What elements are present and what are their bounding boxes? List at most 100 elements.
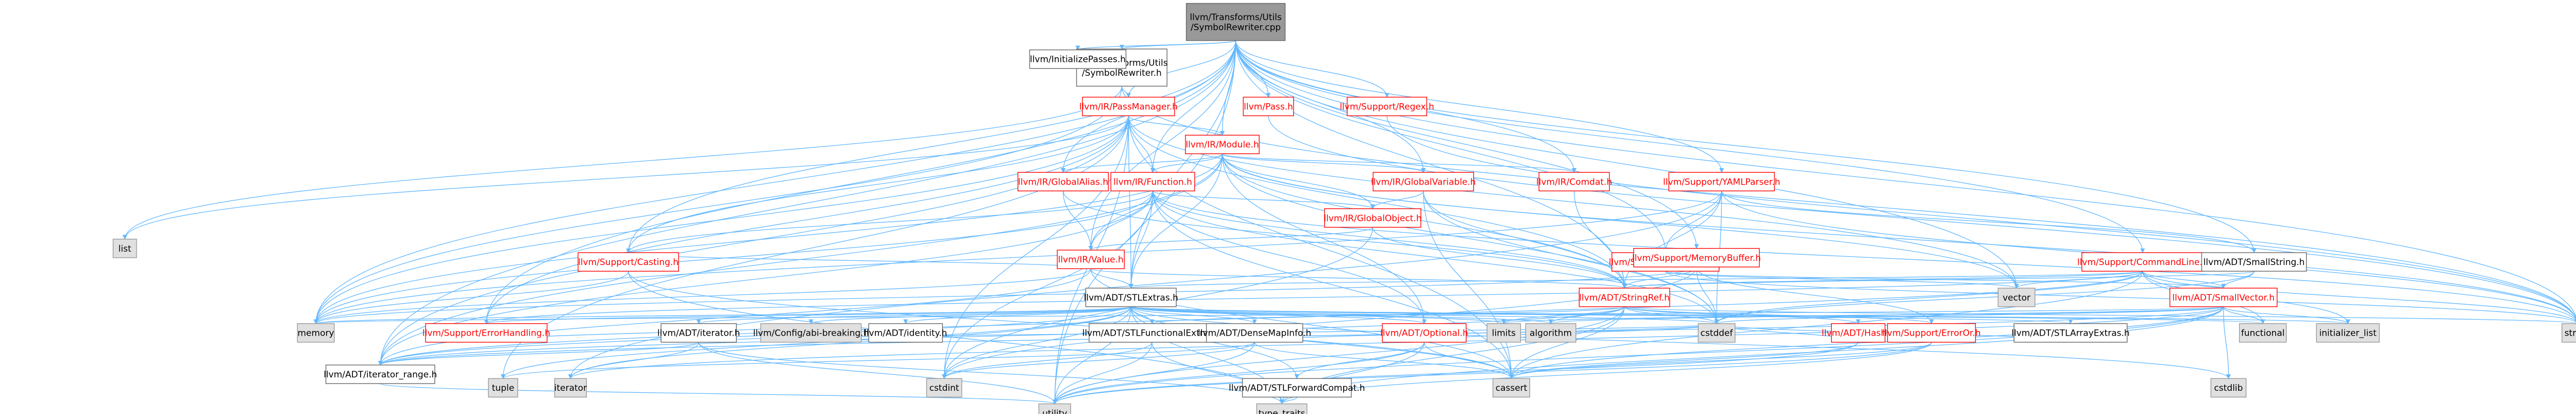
node-stlextras[interactable]: llvm/ADT/STLExtras.h: [1084, 288, 1178, 307]
node-list[interactable]: list: [112, 239, 137, 258]
edge-smallstring-to-cstddef_mid: [1714, 271, 2255, 324]
node-stlfunctional[interactable]: llvm/ADT/STLFunctionalExtras.h: [1082, 323, 1222, 343]
node-cassert[interactable]: cassert: [1493, 378, 1531, 398]
edge-densemapinfo-to-utility: [1052, 342, 1255, 405]
node-initlist[interactable]: initializer_list: [2316, 323, 2380, 343]
node-initpasses[interactable]: llvm/InitializePasses.h: [1029, 49, 1127, 69]
edge-root-to-stlextras: [1128, 40, 1236, 289]
node-label-root: /SymbolRewriter.cpp: [1191, 22, 1281, 32]
edge-module-to-optional: [1222, 154, 1427, 324]
edge-module-to-globalobject: [1222, 154, 1375, 209]
node-box-smallstring: [2201, 252, 2307, 272]
edge-passmgr-to-stlextras: [1128, 115, 1133, 289]
node-globalvar[interactable]: llvm/IR/GlobalVariable.h: [1371, 172, 1476, 192]
edge-module-to-comdat: [1222, 153, 1577, 173]
node-root[interactable]: llvm/Transforms/Utils/SymbolRewriter.cpp: [1185, 3, 1286, 41]
node-smallvector[interactable]: llvm/ADT/SmallVector.h: [2169, 288, 2278, 307]
node-utility[interactable]: utility: [1038, 403, 1071, 414]
edge-function-to-cassert: [1152, 191, 1514, 379]
edge-yamlparser-to-stringref: [1622, 191, 1722, 289]
edge-module-to-value: [1088, 154, 1223, 251]
node-cstddef_mid[interactable]: cstddef: [1698, 323, 1736, 343]
node-box-vector: [1997, 288, 2036, 307]
node-module[interactable]: llvm/IR/Module.h: [1185, 135, 1260, 154]
node-errorhandling[interactable]: llvm/Support/ErrorHandling.h: [422, 323, 550, 343]
node-box-stlfunctional: [1089, 323, 1215, 343]
node-box-memory: [297, 323, 335, 343]
edge-module-to-stlextras: [1128, 154, 1223, 289]
node-tuple[interactable]: tuple: [488, 378, 518, 398]
edge-root-to-yamlparser: [1235, 40, 1724, 173]
node-regex[interactable]: llvm/Support/Regex.h: [1340, 96, 1434, 117]
node-stlarrayextras[interactable]: llvm/ADT/STLArrayExtras.h: [2011, 323, 2130, 343]
node-passmgr[interactable]: llvm/IR/PassManager.h: [1079, 96, 1178, 117]
node-identity[interactable]: llvm/ADT/identity.h: [864, 323, 947, 343]
edge-root-to-globalvar: [1235, 40, 1426, 173]
node-functional[interactable]: functional: [2239, 323, 2287, 343]
node-yamlparser[interactable]: llvm/Support/YAMLParser.h: [1663, 172, 1780, 192]
node-globalobject[interactable]: llvm/IR/GlobalObject.h: [1324, 208, 1421, 228]
node-box-iterator: [660, 323, 737, 343]
edge-root-to-sourcemgr: [1235, 40, 1668, 253]
node-cstdlib[interactable]: cstdlib: [2210, 378, 2247, 398]
node-comdat[interactable]: llvm/IR/Comdat.h: [1536, 172, 1612, 192]
node-label-cassert: cassert: [1496, 383, 1528, 393]
edge-memorybuffer-to-memory: [313, 267, 1697, 324]
node-limits[interactable]: limits: [1486, 323, 1521, 343]
node-vector[interactable]: vector: [1997, 288, 2036, 307]
node-casting[interactable]: llvm/Support/Casting.h: [578, 252, 679, 272]
node-optional[interactable]: llvm/ADT/Optional.h: [1380, 323, 1468, 343]
node-box-smallvector: [2169, 288, 2278, 307]
edge-yamlparser-to-memory: [313, 191, 1722, 324]
node-hashing[interactable]: llvm/ADT/Hash...: [1822, 323, 1895, 343]
node-stlforward[interactable]: llvm/ADT/STLForwardCompat.h: [1229, 378, 1365, 398]
node-smallstring[interactable]: llvm/ADT/SmallString.h: [2201, 252, 2307, 272]
node-configbreaking[interactable]: llvm/Config/abi-breaking.h: [753, 323, 869, 343]
node-label-smallvector: llvm/ADT/SmallVector.h: [2172, 293, 2275, 303]
node-box-cstdint: [926, 378, 962, 398]
node-cstdint[interactable]: cstdint: [926, 378, 962, 398]
node-memorybuffer[interactable]: llvm/Support/MemoryBuffer.h: [1632, 248, 1761, 268]
node-value[interactable]: llvm/IR/Value.h: [1057, 250, 1125, 269]
node-commandline[interactable]: llvm/Support/CommandLine.h: [2077, 252, 2208, 272]
edges-layer: [122, 40, 2576, 405]
node-errorort[interactable]: llvm/Support/ErrorOr.h: [1882, 323, 1981, 343]
node-label-yamlparser: llvm/Support/YAMLParser.h: [1663, 177, 1780, 187]
edge-stlextras-to-tuple: [501, 306, 1131, 379]
node-string[interactable]: string: [2562, 323, 2576, 343]
node-label-stringref: llvm/ADT/StringRef.h: [1579, 293, 1670, 303]
node-densemapinfo[interactable]: llvm/ADT/DenseMapInfo.h: [1198, 323, 1311, 343]
node-pass[interactable]: llvm/Pass.h: [1243, 96, 1294, 117]
node-label-iterator_std: iterator: [554, 383, 587, 393]
node-iterator_std[interactable]: iterator: [554, 378, 587, 398]
edge-iterator-to-iterator_range: [378, 342, 699, 366]
edge-root-to-vector: [1235, 40, 2019, 289]
node-box-regex: [1347, 96, 1427, 117]
edge-globalalias-to-value: [1062, 191, 1093, 251]
node-label-smallstring: llvm/ADT/SmallString.h: [2204, 257, 2305, 268]
edge-root-to-commandline: [1235, 40, 2145, 253]
node-box-type_traits: [1256, 403, 1308, 414]
edge-stringref-to-hashing: [1624, 306, 1861, 324]
node-box-memorybuffer: [1633, 248, 1760, 268]
edge-module-to-function: [1150, 153, 1223, 173]
edge-sr_h-to-memory: [313, 86, 1123, 324]
node-iterator[interactable]: llvm/ADT/iterator.h: [657, 323, 740, 343]
node-box-densemapinfo: [1206, 323, 1303, 343]
node-box-iterator_range: [325, 365, 435, 384]
node-globalalias[interactable]: llvm/IR/GlobalAlias.h: [1018, 172, 1109, 192]
node-function[interactable]: llvm/IR/Function.h: [1110, 172, 1195, 192]
edge-stlextras-to-memory: [314, 306, 1131, 324]
node-algorithm[interactable]: algorithm: [1525, 323, 1577, 343]
node-stringref[interactable]: llvm/ADT/StringRef.h: [1579, 288, 1670, 307]
node-label-memorybuffer: llvm/Support/MemoryBuffer.h: [1632, 253, 1761, 263]
node-iterator_range[interactable]: llvm/ADT/iterator_range.h: [324, 365, 437, 384]
edge-commandline-to-stlextras: [1129, 271, 2143, 289]
node-type_traits[interactable]: type_traits: [1256, 403, 1308, 414]
edge-root-to-string: [1235, 40, 2576, 324]
edge-root-to-smallstring: [1235, 40, 2257, 253]
node-box-functional: [2239, 323, 2287, 343]
edge-function-to-optional: [1152, 191, 1427, 324]
node-memory[interactable]: memory: [297, 323, 335, 343]
edge-function-to-cstddef_mid: [1152, 191, 1719, 324]
